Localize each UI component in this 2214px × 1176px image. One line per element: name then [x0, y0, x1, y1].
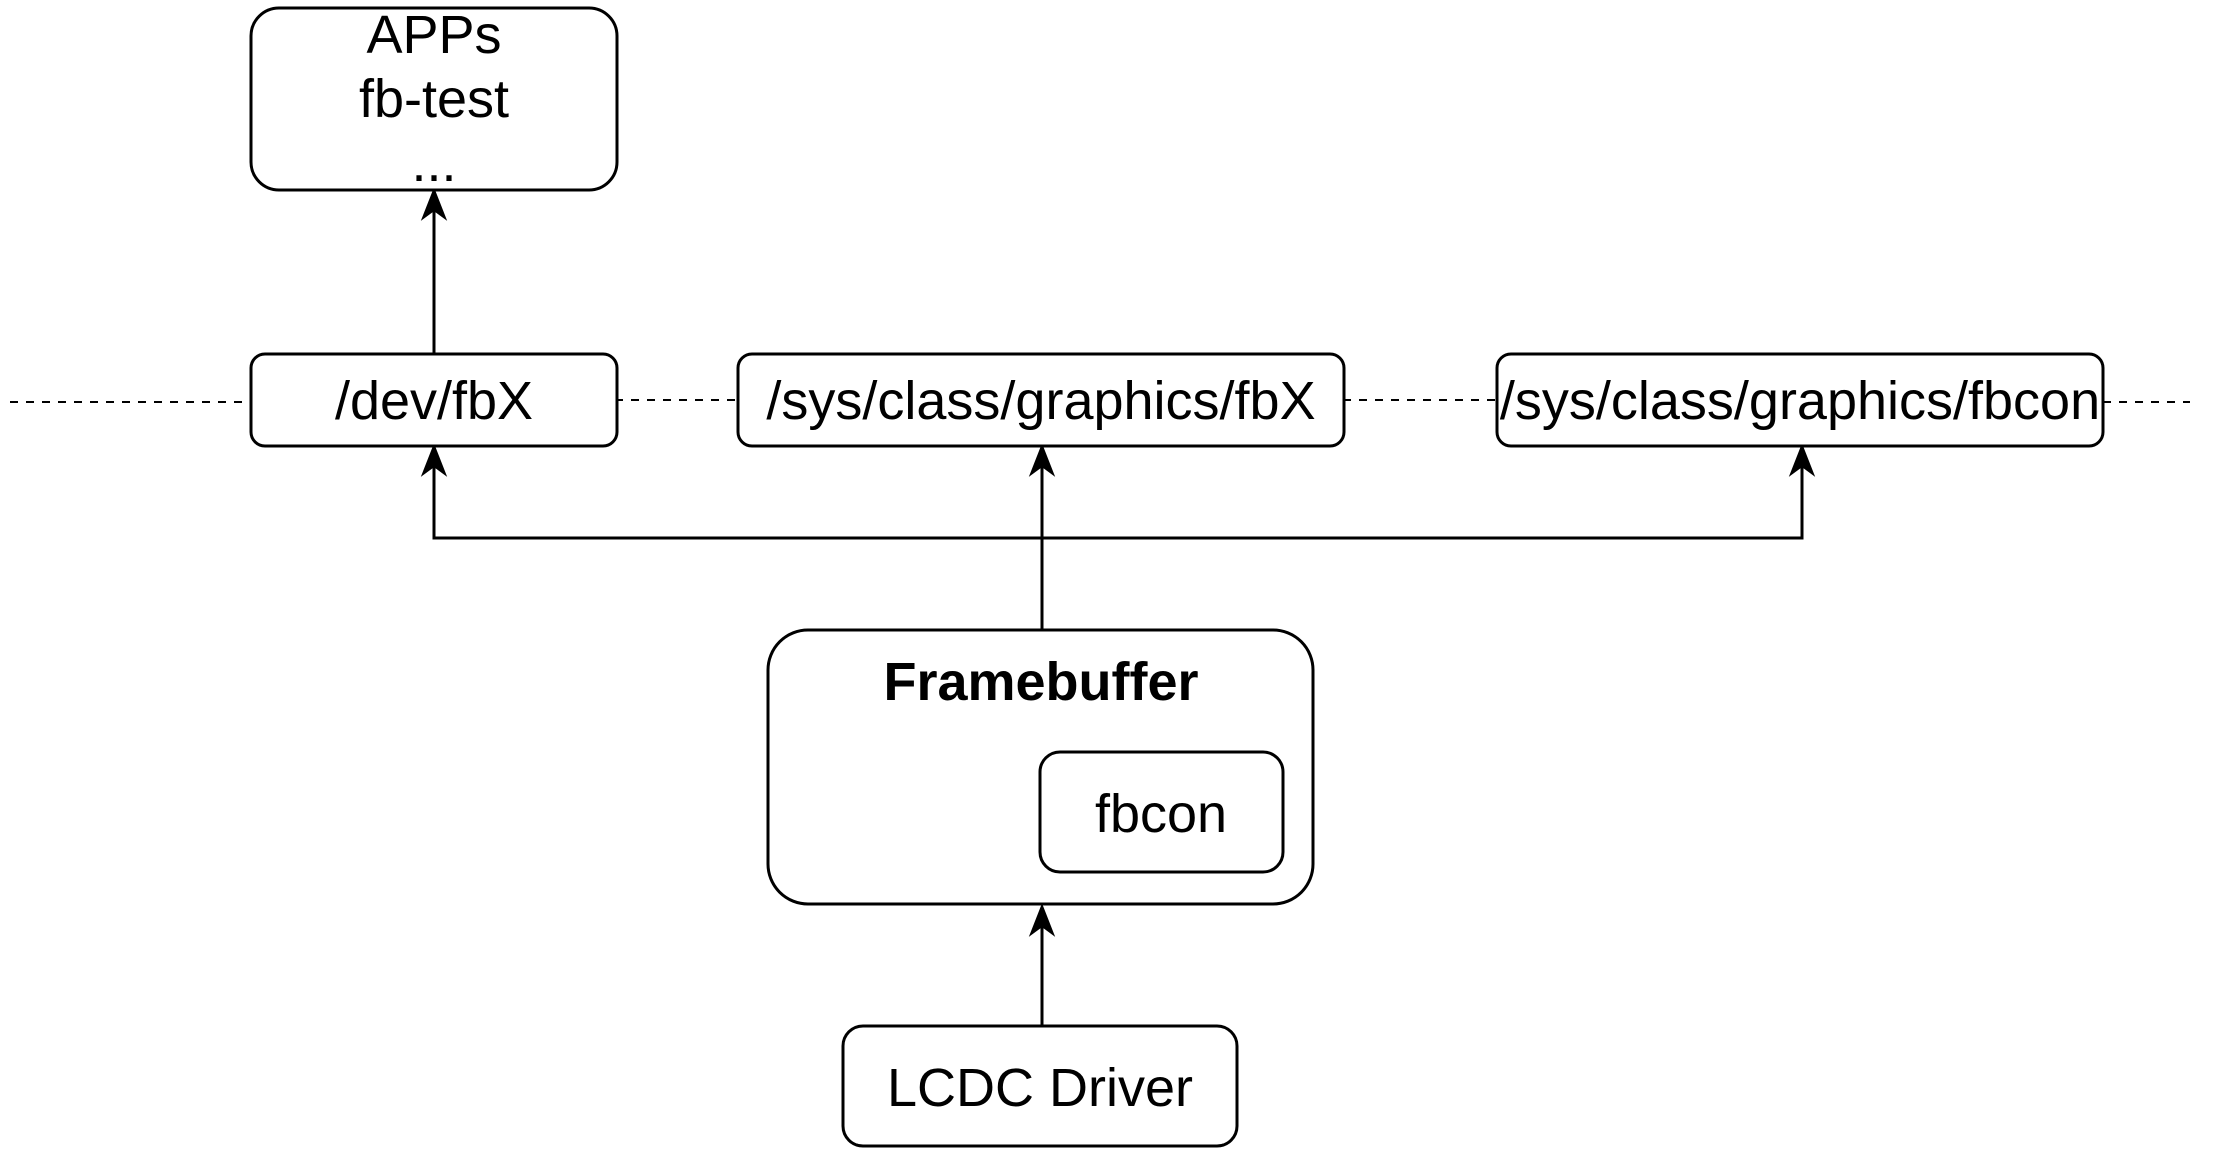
sys-graphics-fbcon-node[interactable]: /sys/class/graphics/fbcon [1495, 352, 2105, 448]
framebuffer-title: Framebuffer [883, 652, 1198, 712]
arrowhead-devfbx [420, 443, 448, 477]
connectors [420, 187, 1816, 1026]
apps-label-line-1: APPs [366, 5, 501, 65]
apps-node[interactable]: APPs fb-test ... [249, 5, 619, 193]
lcdc-driver-node[interactable]: LCDC Driver [841, 1024, 1239, 1148]
apps-label-line-3: ... [411, 133, 456, 193]
dev-fbx-node[interactable]: /dev/fbX [249, 352, 619, 448]
apps-label-line-2: fb-test [359, 69, 509, 129]
arrowhead-framebuffer [1028, 903, 1056, 937]
boundary-dashed-line [10, 399, 2190, 403]
sys-graphics-fbcon-label: /sys/class/graphics/fbcon [1500, 371, 2100, 431]
arrowhead-sysfbx [1028, 443, 1056, 477]
fbcon-label: fbcon [1095, 784, 1227, 844]
sys-graphics-fbx-label: /sys/class/graphics/fbX [766, 371, 1315, 431]
sys-graphics-fbx-node[interactable]: /sys/class/graphics/fbX [736, 352, 1346, 448]
dev-fbx-label: /dev/fbX [335, 371, 533, 431]
fbcon-node[interactable]: fbcon [1038, 750, 1285, 874]
branch-bar [432, 460, 1804, 540]
arrowhead-sysfbcon [1788, 443, 1816, 477]
lcdc-driver-label: LCDC Driver [887, 1058, 1193, 1118]
arrowhead-apps [420, 187, 448, 221]
